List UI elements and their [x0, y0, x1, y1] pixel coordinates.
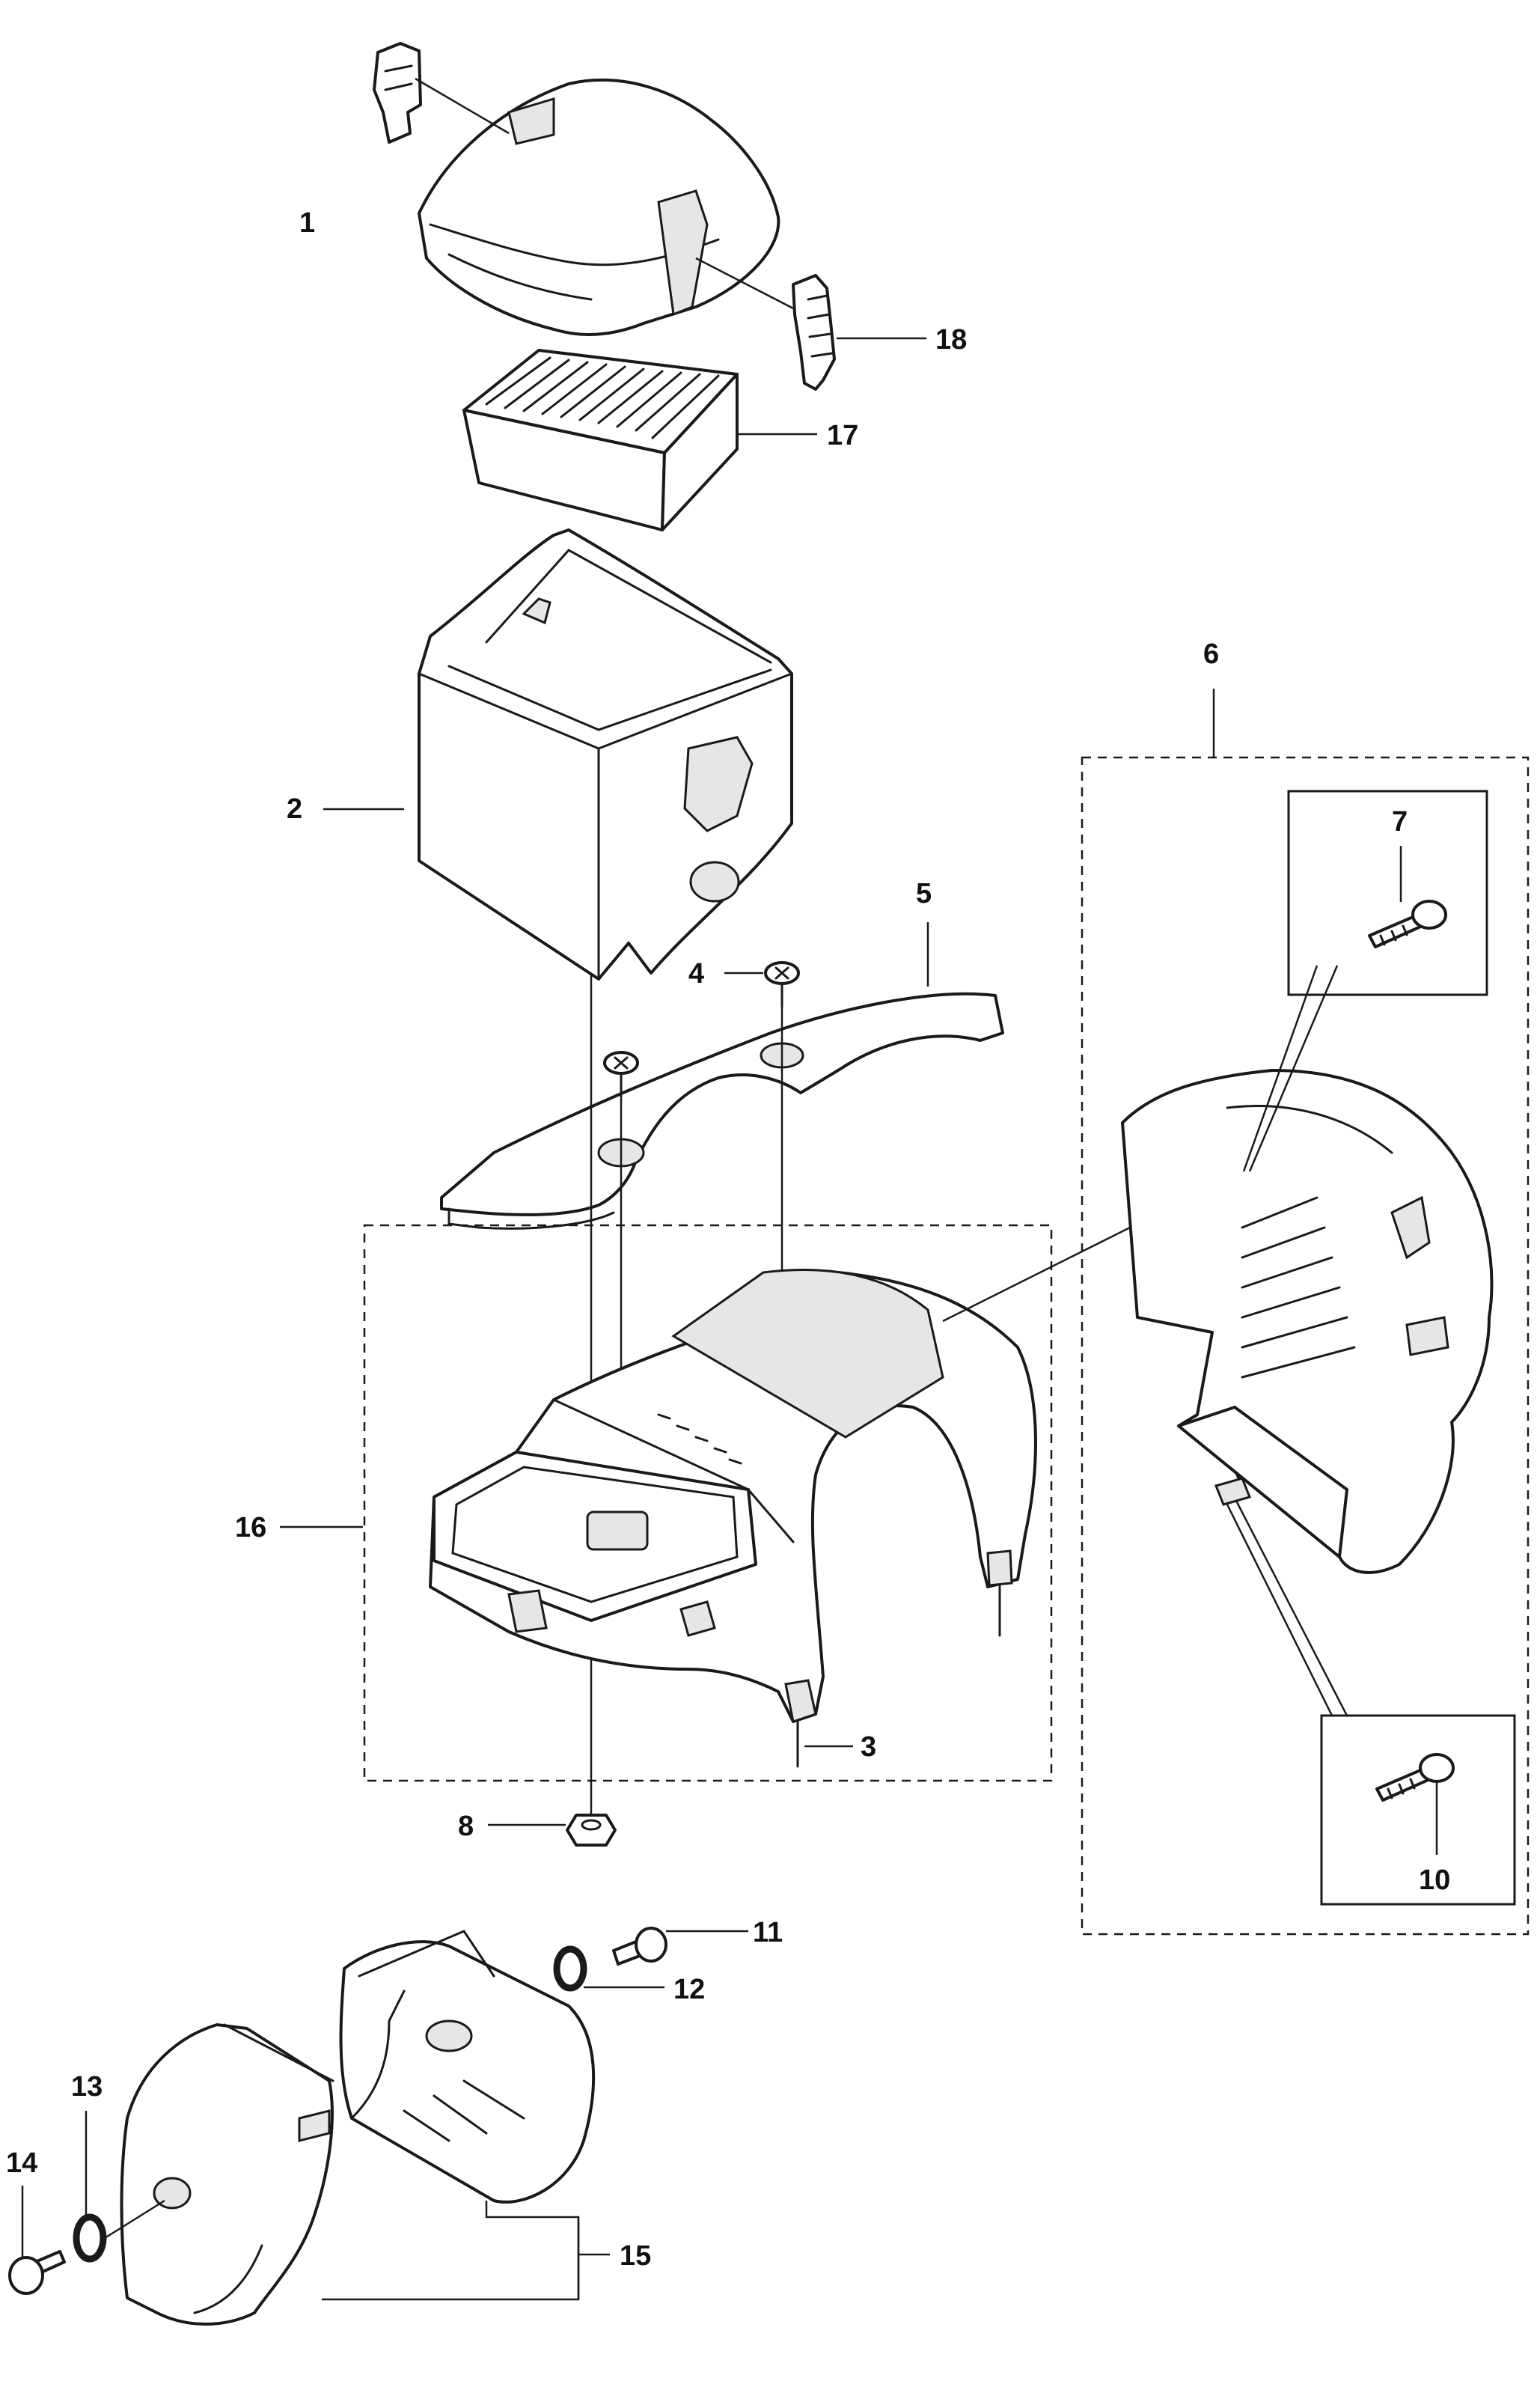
part-11-screw: [612, 1927, 667, 1966]
callout-10: 10: [1419, 1865, 1450, 1896]
clip-top-left: [373, 42, 422, 144]
part-7-screw: [1368, 900, 1447, 948]
callout-12: 12: [673, 1974, 705, 2005]
callout-16: 16: [235, 1512, 266, 1543]
callout-15: 15: [620, 2240, 651, 2272]
callout-3: 3: [861, 1731, 876, 1763]
detail-box-7: [1287, 790, 1488, 996]
part-1-top-cover: [418, 79, 780, 336]
part-15-guard-front: [120, 2023, 334, 2326]
callout-11: 11: [753, 1917, 783, 1948]
part-15-guard-rear: [339, 1930, 596, 2204]
callout-6: 6: [1203, 638, 1219, 670]
callout-14: 14: [6, 2147, 37, 2179]
part-12-o-ring: [553, 1945, 587, 1992]
callout-1: 1: [299, 207, 315, 239]
part-8-nut: [566, 1814, 617, 1847]
group-box-16: [363, 1224, 1053, 1782]
part-18-clip: [792, 274, 836, 391]
part-17-air-filter: [462, 349, 739, 531]
part-6-side-cover: [1121, 1069, 1494, 1574]
part-2-filter-housing: [418, 528, 793, 981]
callout-13: 13: [71, 2071, 103, 2103]
part-13-o-ring: [73, 2213, 107, 2263]
callout-5: 5: [916, 878, 932, 909]
callout-8: 8: [458, 1811, 474, 1842]
part-16-lower-housing: [429, 1269, 1037, 1768]
part-10-screw: [1375, 1753, 1455, 1802]
callout-7: 7: [1392, 806, 1408, 838]
group-box-6: [1081, 756, 1530, 1936]
callout-18: 18: [935, 324, 967, 356]
callout-2: 2: [287, 793, 302, 825]
part-5-handle: [440, 992, 1004, 1230]
detail-box-10: [1320, 1714, 1516, 1906]
part-14-screw: [8, 2250, 66, 2295]
callout-17: 17: [827, 420, 858, 451]
callout-4: 4: [688, 958, 704, 990]
part-6-screw-stub: [1214, 1477, 1252, 1506]
part-4-screws: [603, 961, 800, 1098]
